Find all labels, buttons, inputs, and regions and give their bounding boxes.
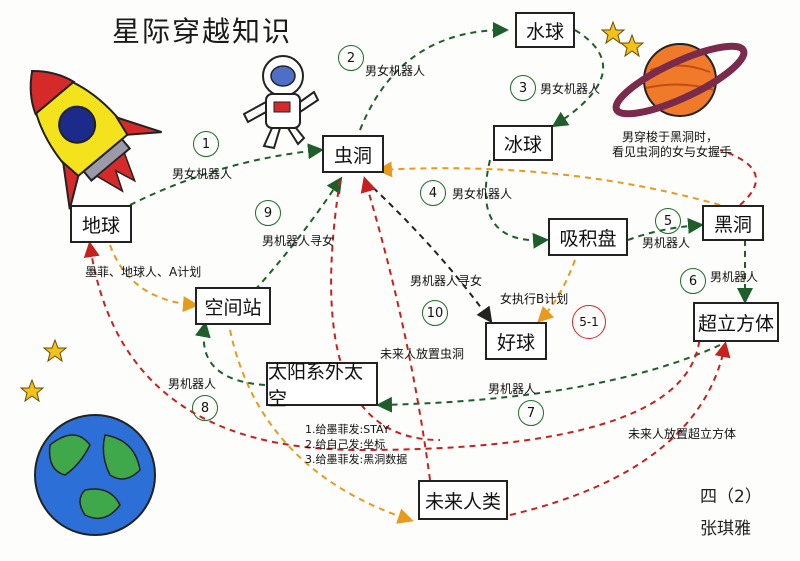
- node-accretion-disk: 吸积盘: [548, 218, 628, 256]
- page-title: 星际穿越知识: [112, 15, 293, 48]
- node-tesseract: 超立方体: [693, 302, 779, 342]
- node-wormhole: 虫洞: [322, 135, 384, 173]
- label-future-tesseract: 未来人放置超立方体: [628, 427, 737, 441]
- astronaut-illustration: [242, 55, 320, 150]
- step-number-5: 5: [655, 208, 681, 234]
- edge-1: [129, 143, 324, 206]
- step-number-7: 7: [518, 400, 544, 426]
- node-black-hole: 黑洞: [702, 205, 764, 241]
- class-label: 四（2）: [700, 487, 762, 507]
- label-edge-2: 男女机器人: [365, 64, 426, 78]
- edge-tesseract-earth: [83, 241, 701, 452]
- globe-illustration: [34, 414, 156, 536]
- tesseract-note-1: 1.给墨菲发:STAY: [305, 423, 390, 436]
- tesseract-note-3: 3.给墨菲发:黑洞数据: [305, 453, 408, 466]
- label-edge-5-1: 女执行B计划: [500, 292, 569, 306]
- label-edge-4: 男女机器人: [452, 187, 513, 201]
- node-future-humans: 未来人类: [418, 480, 508, 520]
- step-number-6: 6: [680, 268, 706, 294]
- rocket-illustration: [29, 69, 162, 210]
- edge-5-1: [537, 259, 576, 323]
- edge-7: [376, 344, 721, 413]
- step-number-3: 3: [510, 75, 536, 101]
- step-number-5-1: 5-1: [572, 305, 606, 339]
- edge-2: [359, 22, 509, 131]
- edge-blackhole-loop: [719, 149, 757, 206]
- node-ice-ball: 冰球: [493, 125, 553, 161]
- node-outer-space: 太阳系外太空: [266, 361, 378, 410]
- edge-10: [364, 179, 493, 324]
- edge-future-wormhole: [360, 176, 431, 481]
- tesseract-note-2: 2.给自己发:坐标: [305, 438, 386, 451]
- edge-9: [254, 176, 343, 291]
- label-edge-5: 男机器人: [642, 236, 691, 250]
- step-number-9: 9: [255, 200, 281, 226]
- label-earth-station: 墨菲、地球人、A计划: [85, 265, 202, 279]
- step-number-1: 1: [193, 131, 219, 157]
- node-earth: 地球: [70, 205, 132, 243]
- label-edge-1: 男女机器人: [172, 167, 233, 181]
- node-good-ball: 好球: [485, 322, 547, 360]
- author-name: 张琪雅: [700, 519, 751, 539]
- label-edge-3: 男女机器人: [540, 82, 601, 96]
- label-edge-10: 男机器人寻女: [410, 274, 483, 288]
- node-water-ball: 水球: [515, 12, 575, 48]
- step-number-4: 4: [420, 180, 446, 206]
- edge-wormhole-blackhole: [330, 179, 441, 441]
- edge-earth-station: [109, 244, 199, 313]
- edge-future-tesseract: [509, 341, 731, 516]
- edge-3: [551, 29, 605, 128]
- label-edge-7: 男机器人: [488, 382, 537, 396]
- edge-station-future: [229, 329, 414, 524]
- edge-8: [194, 321, 266, 386]
- node-space-station: 空间站: [195, 287, 271, 325]
- saturn-illustration: [612, 42, 748, 118]
- step-number-2: 2: [338, 45, 364, 71]
- edge-blackhole-wormhole: [376, 161, 721, 206]
- star-icon: [19, 20, 645, 403]
- label-blackhole-note-1: 男穿梭于黑洞时，: [622, 130, 719, 144]
- label-future-wormhole: 未来人放置虫洞: [380, 347, 465, 361]
- label-edge-6: 男机器人: [710, 270, 759, 284]
- label-blackhole-note-2: 看见虫洞的女与女握手: [612, 145, 733, 159]
- label-edge-9: 男机器人寻女: [262, 234, 335, 248]
- step-number-10: 10: [422, 300, 448, 326]
- step-number-8: 8: [192, 395, 218, 421]
- label-edge-8: 男机器人: [168, 377, 217, 391]
